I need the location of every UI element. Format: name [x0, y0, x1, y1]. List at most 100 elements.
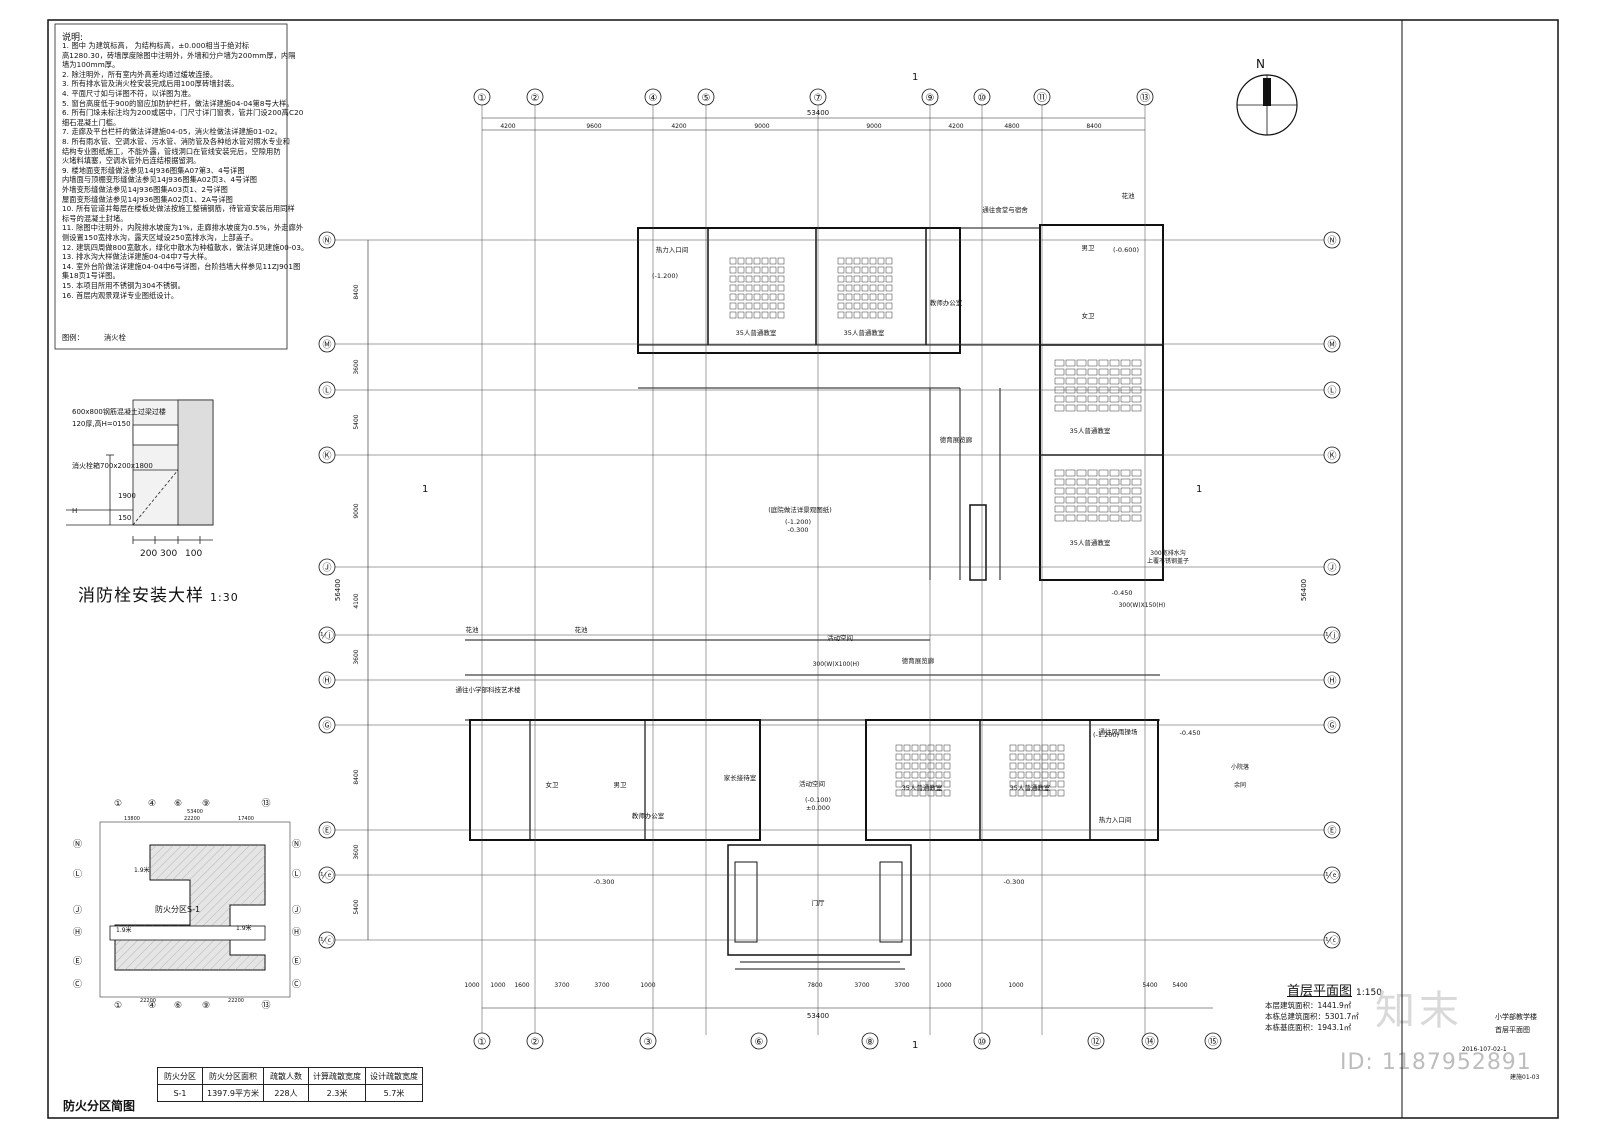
plan-title-text: 首层平面图	[1287, 984, 1353, 999]
dim-bottom: 3700	[554, 982, 569, 989]
desk	[1017, 789, 1025, 797]
desk	[1054, 395, 1065, 403]
desk	[1057, 762, 1065, 770]
level-label: (-0.100)	[805, 796, 831, 804]
dim-bottom: 1000	[464, 982, 479, 989]
north-label: N	[1256, 57, 1265, 71]
desk	[1098, 386, 1109, 394]
desk	[919, 789, 927, 797]
desk	[1049, 771, 1057, 779]
axis-bubble	[1323, 381, 1341, 399]
axis-label-right: Ⓙ	[1327, 563, 1336, 574]
axis-label-right: ⅟ⓔ	[1325, 871, 1339, 882]
desk	[845, 266, 853, 274]
desk	[1057, 780, 1065, 788]
desk	[1120, 404, 1131, 412]
axis-bubble	[639, 1032, 657, 1050]
desk	[1017, 753, 1025, 761]
desk	[1057, 744, 1065, 752]
note-line: 高1280.30，砖墙厚度除图中注明外，外墙和分户墙为200mm厚，内隔	[62, 50, 296, 60]
room-label: 德育展览廊	[902, 656, 935, 665]
desk	[1109, 505, 1120, 513]
desk	[1041, 753, 1049, 761]
room-label: 花池	[466, 625, 480, 634]
desk	[1120, 377, 1131, 385]
desk	[1098, 368, 1109, 376]
note-line: 6. 所有门垛未标注均为200或居中，门尺寸详门窗表，管井门设200高C20	[62, 108, 304, 118]
note-line: 10. 所有管道井每层在楼板处做法按施工整铺钢筋，待管道安装后用同样	[62, 204, 295, 214]
hydrant-detail-label: 120厚,高H=0150	[72, 419, 131, 428]
axis-label-top: ⑩	[978, 93, 987, 104]
desk	[1076, 368, 1087, 376]
axis-label-top: ⑬	[1140, 92, 1150, 104]
desk	[1054, 487, 1065, 495]
hydrant-detail-scale: 1:30	[210, 591, 239, 604]
desk	[1049, 789, 1057, 797]
fire-zone-col-bottom: ①	[114, 1001, 122, 1011]
desk	[745, 257, 753, 265]
desk	[1076, 469, 1087, 477]
desk	[1098, 359, 1109, 367]
desk	[745, 275, 753, 283]
desk	[1087, 514, 1098, 522]
room-label: 通往小学部科技艺术楼	[456, 685, 522, 694]
note-line: 3. 所有排水管及消火栓安装完成后用100厚砖墙封装。	[62, 79, 239, 89]
dim-overall-top: 53400	[807, 109, 829, 117]
desk	[737, 302, 745, 310]
desk	[761, 302, 769, 310]
desk	[877, 266, 885, 274]
axis-bubble	[1087, 1032, 1105, 1050]
room-label: 教师办公室	[632, 811, 665, 820]
desk	[1017, 780, 1025, 788]
axis-label-right: Ⓚ	[1327, 451, 1336, 462]
desk	[869, 284, 877, 292]
desk	[729, 302, 737, 310]
desk	[777, 266, 785, 274]
axis-bubble	[1323, 446, 1341, 464]
desk	[1065, 368, 1076, 376]
desk	[1076, 395, 1087, 403]
axis-bubble	[318, 716, 336, 734]
desk	[1087, 368, 1098, 376]
note-line: 14. 室外台阶做法详建施04-04中6号详图，台阶挡墙大样参见11ZJ901图	[62, 261, 301, 271]
desk	[845, 293, 853, 301]
desk	[903, 771, 911, 779]
desk	[895, 771, 903, 779]
room-label: 活动空间	[799, 779, 825, 788]
desk	[927, 744, 935, 752]
note-line: 1. 图中 为建筑标高， 为结构标高，±0.000相当于绝对标	[62, 41, 250, 50]
desk	[1076, 514, 1087, 522]
desk	[837, 257, 845, 265]
desk	[1054, 514, 1065, 522]
dim-left: 5400	[353, 414, 360, 429]
desk	[919, 753, 927, 761]
dim-bottom: 1000	[640, 982, 655, 989]
axis-label-left: Ⓝ	[322, 236, 331, 247]
hydrant-detail-label: 600x800钢筋混凝土过梁过楼	[72, 407, 166, 416]
axis-bubble	[1323, 716, 1341, 734]
desk	[935, 753, 943, 761]
desk	[753, 284, 761, 292]
desk	[1009, 780, 1017, 788]
axis-bubble	[697, 88, 715, 106]
desk	[895, 753, 903, 761]
desk	[1025, 771, 1033, 779]
desk	[861, 293, 869, 301]
legend-item: 消火栓	[104, 333, 126, 342]
watermark-logo: 知末	[1375, 988, 1463, 1034]
tb-drawing: 首层平面图	[1495, 1026, 1530, 1034]
desk	[837, 311, 845, 319]
dim-overall-left: 56400	[334, 579, 342, 601]
dim-bottom: 1600	[514, 982, 529, 989]
axis-label-right: Ⓝ	[1327, 236, 1336, 247]
axis-label-right: Ⓛ	[1327, 386, 1336, 397]
desk	[903, 762, 911, 770]
desk	[1054, 386, 1065, 394]
desk	[877, 302, 885, 310]
desk	[1109, 469, 1120, 477]
desk	[895, 762, 903, 770]
desk	[1087, 395, 1098, 403]
axis-label-bottom: ①	[478, 1037, 487, 1048]
dim-top: 4200	[500, 123, 515, 130]
